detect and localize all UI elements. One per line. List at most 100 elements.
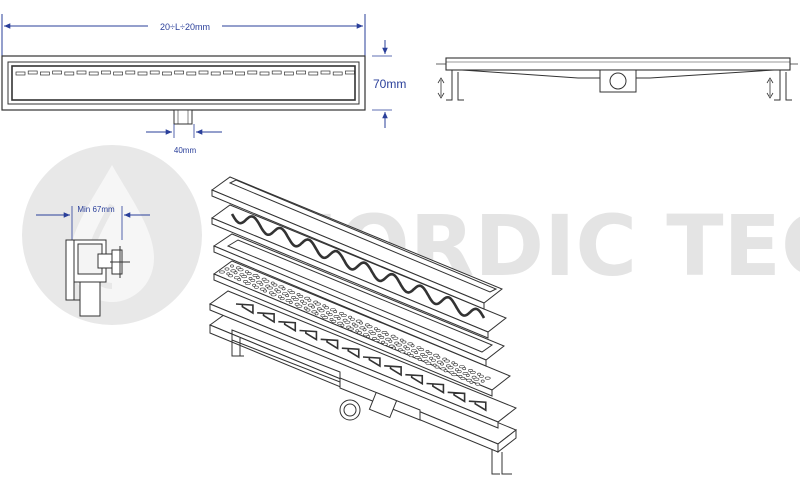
dot-hole	[318, 309, 325, 313]
dot-hole	[477, 372, 482, 376]
dot-hole	[408, 354, 414, 358]
exploded-grates-view	[208, 176, 517, 475]
slot-hole	[113, 71, 123, 76]
side-view	[436, 57, 798, 101]
dot-hole	[388, 339, 393, 343]
dot-hole	[281, 287, 286, 291]
dot-hole	[444, 359, 450, 363]
dot-hole	[469, 370, 476, 374]
dot-hole	[349, 317, 355, 321]
dot-hole	[427, 351, 433, 355]
slot-hole	[296, 70, 306, 75]
dot-hole	[267, 286, 273, 290]
dot-hole	[456, 370, 462, 374]
slot-hole	[40, 71, 50, 76]
dot-hole	[355, 329, 360, 333]
dot-hole	[443, 369, 448, 373]
dot-hole	[458, 374, 463, 378]
dot-hole	[405, 347, 410, 351]
dot-hole	[298, 294, 304, 298]
slot-hole	[308, 71, 319, 76]
dot-hole	[414, 351, 419, 355]
dot-hole	[255, 275, 260, 279]
dot-hole	[331, 319, 337, 323]
dot-hole	[253, 285, 259, 289]
dot-hole	[237, 278, 242, 282]
dot-hole	[453, 363, 458, 367]
dot-hole	[425, 349, 430, 353]
dot-hole	[325, 311, 330, 315]
wave-grate	[210, 204, 507, 339]
dot-hole	[224, 267, 230, 271]
length-dimension-label: 20÷L÷20mm	[160, 22, 210, 32]
plain-grate	[210, 176, 503, 310]
dot-hole	[401, 340, 407, 344]
dot-hole	[333, 310, 338, 314]
front-view: 20÷L÷20mm 40mm 70mm	[1, 14, 406, 155]
slot-hole	[64, 71, 75, 76]
dot-hole	[274, 288, 279, 292]
dot-hole	[246, 272, 252, 276]
dot-hole	[230, 264, 234, 268]
dot-hole	[348, 327, 354, 331]
slot-hole	[149, 70, 160, 75]
dot-hole	[296, 304, 303, 308]
dot-hole	[324, 306, 329, 310]
slot-hole	[88, 71, 99, 76]
dot-hole	[300, 299, 305, 303]
dot-hole	[244, 270, 249, 274]
channel-body	[208, 311, 517, 475]
dot-hole	[403, 345, 408, 349]
slot-hole	[210, 71, 221, 76]
height-dimension-label: 70mm	[373, 77, 406, 91]
slot-hole	[332, 71, 343, 76]
dot-hole	[377, 333, 382, 337]
dot-hole	[406, 352, 411, 356]
slot-hole	[235, 71, 245, 76]
dot-hole	[475, 382, 481, 386]
dot-hole	[399, 338, 404, 342]
dot-hole	[329, 317, 334, 321]
dot-hole	[296, 292, 301, 296]
dot-hole	[305, 308, 311, 312]
dot-hole	[340, 323, 345, 327]
dot-hole	[279, 297, 285, 301]
dot-hole	[263, 279, 270, 283]
dot-hole	[270, 281, 275, 285]
dot-hole	[303, 306, 308, 310]
dot-hole	[327, 313, 333, 317]
dot-hole	[244, 281, 251, 285]
min-depth-dimension-label: Min 67mm	[77, 205, 115, 214]
dot-hole	[399, 350, 406, 354]
section-view: Min 67mm	[36, 205, 150, 317]
dot-hole	[430, 358, 436, 362]
dot-hole	[381, 340, 386, 344]
dot-hole	[373, 338, 380, 342]
dot-hole	[469, 380, 474, 384]
dot-hole	[314, 312, 319, 316]
slot-hole	[271, 70, 282, 75]
dot-hole	[226, 272, 231, 276]
dot-hole	[277, 295, 282, 299]
dot-hole	[418, 348, 425, 352]
dot-hole	[241, 275, 248, 279]
outlet-dimension-label: 40mm	[174, 146, 197, 155]
dot-hole	[250, 278, 256, 282]
dot-hole	[425, 361, 432, 365]
dot-hole	[263, 289, 267, 293]
dot-hole	[311, 305, 315, 309]
slot-hole	[125, 70, 136, 75]
slot-hole	[52, 70, 62, 75]
front-slot-pattern	[15, 70, 355, 76]
slot-hole	[198, 70, 209, 75]
dot-hole	[228, 274, 233, 278]
dot-hole	[436, 355, 441, 359]
slot-hole	[345, 70, 355, 75]
slot-hole	[76, 70, 87, 75]
dot-hole	[447, 366, 454, 370]
dot-hole	[392, 336, 399, 340]
slot-hole	[174, 70, 184, 75]
dot-hole	[434, 365, 440, 369]
dot-hole	[366, 325, 373, 329]
